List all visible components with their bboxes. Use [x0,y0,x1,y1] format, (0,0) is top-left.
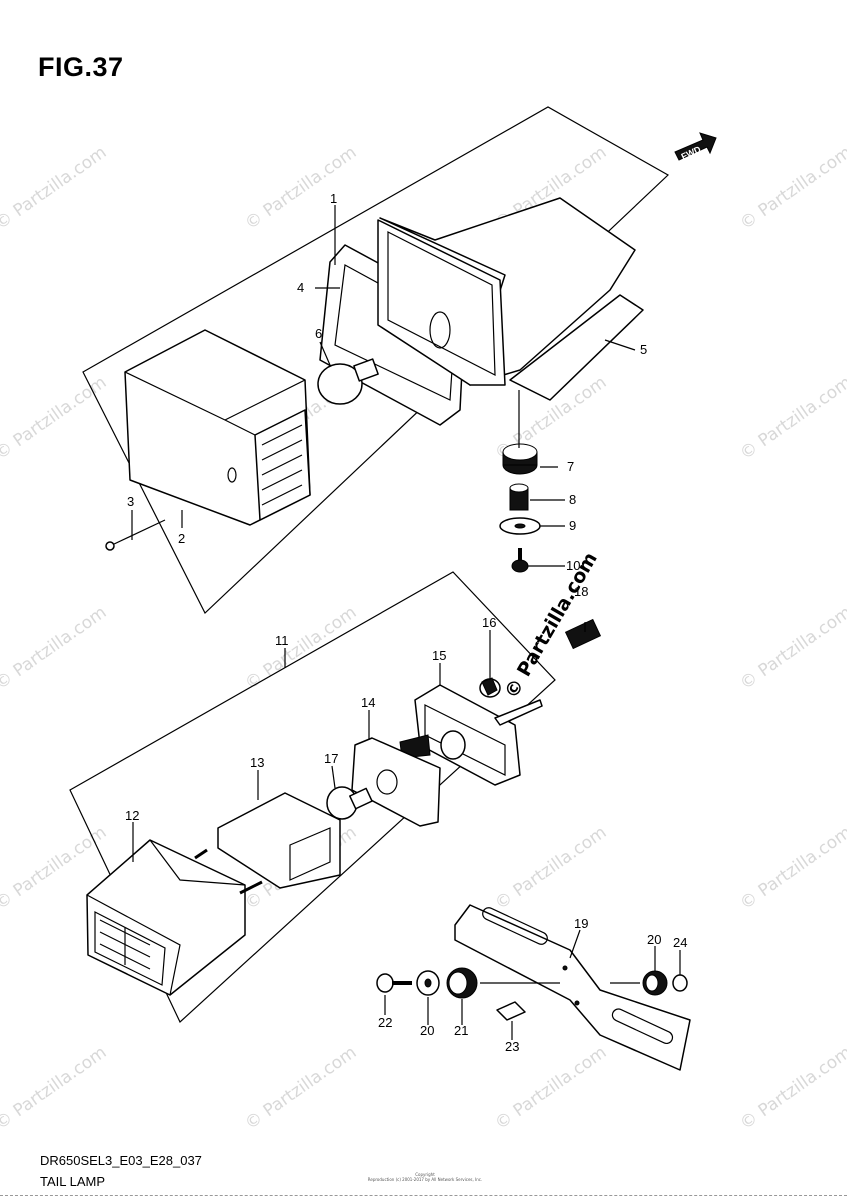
callout-22: 22 [378,1015,392,1030]
bracket-clip [496,1001,526,1021]
callout-24: 24 [673,935,687,950]
callout-11: 11 [275,633,289,648]
callout-20: 20 [420,1023,434,1038]
watermark: © Partzilla.com [0,372,110,464]
callout-15: 15 [432,648,446,663]
callout-3: 3 [127,494,134,509]
tail-bulb [317,358,379,405]
callout-13: 13 [250,755,264,770]
callout-18: 18 [574,584,588,599]
watermark: © Partzilla.com [0,602,110,694]
license-lamp-main-housing [86,839,263,996]
tail-lamp-housing [377,197,636,386]
leader-lines [131,205,681,1040]
callout-8: 8 [569,492,576,507]
callout-19: 19 [574,916,588,931]
forward-arrow-icon: FWD [674,132,717,162]
mount-washer [499,517,541,535]
callout-10: 10 [566,558,580,573]
watermark: © Partzilla.com [0,1042,110,1134]
callout-2: 2 [178,531,185,546]
housing-gasket [509,294,644,401]
watermark: © Partzilla.com [736,822,847,914]
watermark: © Partzilla.com [736,372,847,464]
watermark: © Partzilla.com [491,1042,610,1134]
diagram-code: DR650SEL3_E03_E28_037 [40,1153,202,1168]
lens-screw [105,519,166,551]
diagram-name: TAIL LAMP [40,1174,106,1189]
figure-title: FIG.37 [38,52,124,82]
callout-9: 9 [569,518,576,533]
callout-6: 6 [315,326,322,341]
callout-20: 20 [647,932,661,947]
callout-23: 23 [505,1039,519,1054]
callout-5: 5 [640,342,647,357]
mount-bolt [511,548,529,573]
tail-lamp-lens [124,329,311,526]
license-lamp-lens [217,792,341,889]
copyright-notice: Copyright Reproduction (c) 2001-2017 by … [367,1172,483,1182]
page-bottom-divider [0,1195,847,1196]
callout-7: 7 [567,459,574,474]
watermark: © Partzilla.com [241,1042,360,1134]
callout-4: 4 [297,280,304,295]
assembly-frame-upper [82,106,670,614]
watermark: © Partzilla.com [736,1042,847,1134]
bracket-cushion [446,967,478,999]
watermark: © Partzilla.com [241,142,360,234]
watermark: © Partzilla.com [491,822,610,914]
callout-14: 14 [361,695,375,710]
callout-1: 1 [330,191,337,206]
bracket-bolt [376,973,412,993]
callout-12: 12 [125,808,139,823]
license-lamp-screw [479,677,501,698]
license-collar [564,618,602,650]
license-bulb [326,786,373,820]
bracket-nut [672,974,688,992]
watermark: © Partzilla.com [736,142,847,234]
callout-17: 17 [324,751,338,766]
license-bracket [454,904,691,1071]
watermark: © Partzilla.com [241,602,360,694]
bracket-washer [416,970,440,996]
watermark: © Partzilla.com [736,602,847,694]
bracket-washer-rear [642,970,668,996]
callout-16: 16 [482,615,496,630]
callout-21: 21 [454,1023,468,1038]
license-lamp-plate [351,737,441,827]
watermark: © Partzilla.com [0,142,110,234]
mount-collar [509,483,529,511]
mount-cushion [502,443,538,475]
